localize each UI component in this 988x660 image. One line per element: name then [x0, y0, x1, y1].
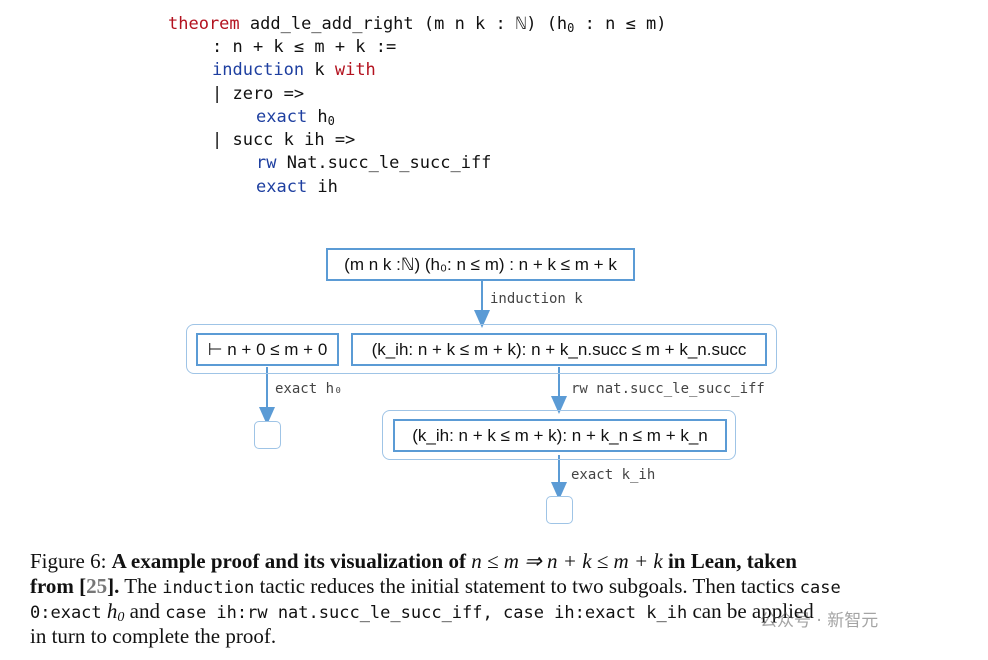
caption-code: 0:exact	[30, 603, 102, 623]
citation-link[interactable]: 25	[86, 574, 108, 598]
caption-text: tactic reduces the initial statement to …	[254, 574, 800, 598]
code-text: : n ≤ m)	[574, 14, 667, 34]
rw-group	[382, 410, 736, 460]
goal-zero-node: ⊢ n + 0 ≤ m + 0	[196, 333, 339, 366]
caption-text: The	[119, 574, 163, 598]
leaf-closed-goal-succ	[546, 496, 573, 524]
code-line-6: | succ k ih =>	[212, 130, 356, 150]
code-line-4: | zero =>	[212, 84, 305, 104]
code-keyword: exact	[256, 177, 308, 197]
code-line-1: theorem add_le_add_right (m n k : ℕ) (h0…	[168, 14, 667, 35]
code-keyword: theorem	[168, 14, 240, 34]
caption-code: case ih:rw nat.succ_le_succ_iff, case ih…	[165, 603, 688, 623]
caption-math: h	[101, 599, 118, 623]
code-line-2: : n + k ≤ m + k :=	[212, 37, 397, 57]
caption-text: and	[124, 599, 166, 623]
goal-succ-text: (k_ih: n + k ≤ m + k): n + k_n.succ ≤ m …	[371, 339, 747, 359]
caption-code: case	[799, 578, 841, 598]
goal-zero-text: ⊢ n + 0 ≤ m + 0	[207, 339, 328, 359]
caption-bold: A example proof and its visualization of	[111, 549, 466, 573]
goal-rw-node: (k_ih: n + k ≤ m + k): n + k_n ≤ m + k_n	[393, 419, 727, 452]
caption-line-1: Figure 6: A example proof and its visual…	[30, 549, 797, 574]
caption-bold: ].	[107, 574, 120, 598]
code-subscript: 0	[567, 21, 575, 35]
caption-line-2: from [25]. The induction tactic reduces …	[30, 574, 841, 601]
lean-code-block: theorem add_le_add_right (m n k : ℕ) (h0…	[168, 14, 667, 197]
code-keyword: induction	[212, 60, 305, 80]
code-text: k	[304, 60, 335, 80]
caption-code: induction	[162, 578, 255, 598]
watermark-text: 公众号 · 新智元	[760, 611, 879, 631]
leaf-closed-goal-zero	[254, 421, 281, 449]
code-keyword: with	[334, 60, 376, 80]
subgoals-group	[186, 324, 777, 374]
caption-math: n ≤ m ⇒ n + k ≤ m + k	[471, 549, 663, 573]
edge-label-rw: rw nat.succ_le_succ_iff	[571, 381, 765, 397]
caption-math-subscript: 0	[117, 610, 125, 625]
figure-label: Figure 6:	[30, 549, 107, 573]
caption-text: can be applied	[687, 599, 814, 623]
goal-succ-node: (k_ih: n + k ≤ m + k): n + k_n.succ ≤ m …	[351, 333, 767, 366]
edge-label-exact-h0: exact h₀	[275, 381, 343, 397]
code-keyword: rw	[256, 153, 277, 173]
edge-label-induction: induction k	[490, 291, 583, 307]
code-line-3: induction k with	[212, 60, 376, 80]
code-keyword: exact	[256, 107, 308, 127]
caption-line-3: 0:exact h0 and case ih:rw nat.succ_le_su…	[30, 599, 814, 630]
code-text: h	[307, 107, 328, 127]
code-line-7: rw Nat.succ_le_succ_iff	[256, 153, 491, 173]
code-text: Nat.succ_le_succ_iff	[276, 153, 492, 173]
code-text: add_le_add_right (m n k : ℕ) (h	[239, 14, 568, 34]
code-line-8: exact ih	[256, 177, 338, 197]
caption-bold: in Lean, taken	[667, 549, 797, 573]
edge-label-exact-kih: exact k_ih	[571, 467, 656, 483]
caption-line-4: in turn to complete the proof.	[30, 624, 277, 648]
code-line-5: exact h0	[256, 107, 335, 128]
root-goal-node: (m n k :ℕ) (h₀: n ≤ m) : n + k ≤ m + k	[326, 248, 635, 281]
goal-rw-text: (k_ih: n + k ≤ m + k): n + k_n ≤ m + k_n	[412, 425, 708, 445]
code-text: ih	[307, 177, 338, 197]
root-goal-text: (m n k :ℕ) (h₀: n ≤ m) : n + k ≤ m + k	[344, 254, 617, 274]
caption-bold: from [	[30, 574, 87, 598]
code-subscript: 0	[327, 114, 335, 128]
